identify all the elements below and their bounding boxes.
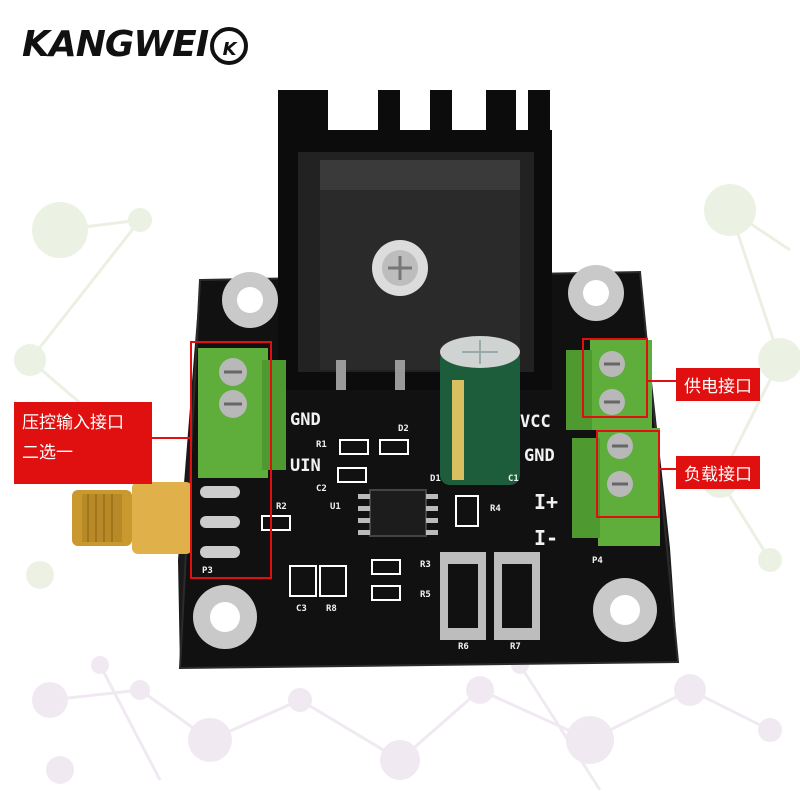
silk-ref-r1: R1 [316, 440, 327, 450]
power-transistor [320, 160, 520, 390]
highlight-box-input [190, 341, 272, 579]
callout-voltage-input: 压控输入接口 二选一 [14, 402, 152, 484]
silk-ref-d2: D2 [398, 424, 409, 434]
silk-ref-p4: P4 [592, 556, 603, 566]
silk-uin: UIN [290, 456, 321, 476]
silk-i-plus: I+ [534, 490, 559, 514]
brand-badge: K [210, 27, 249, 65]
silk-ref-p3: P3 [202, 566, 213, 576]
highlight-box-power [582, 338, 648, 418]
callout-line-input [150, 437, 190, 439]
smd-components [261, 439, 479, 601]
silk-ref-c3: C3 [296, 604, 307, 614]
silk-ref-c1: C1 [508, 474, 519, 484]
silk-vcc: VCC [520, 412, 551, 432]
silk-ref-r3: R3 [420, 560, 431, 570]
callout-line-load [660, 468, 676, 470]
mounting-holes [193, 265, 657, 649]
silk-ref-d1: D1 [430, 474, 441, 484]
callout-power-interface: 供电接口 [676, 368, 760, 401]
silk-ref-r5: R5 [420, 590, 431, 600]
silk-ref-r2: R2 [276, 502, 287, 512]
pin-header-p3 [200, 486, 240, 558]
terminal-block-input [198, 348, 286, 478]
silk-ref-u1: U1 [330, 502, 341, 512]
silk-ref-c2: C2 [316, 484, 327, 494]
opamp-chip-u1 [358, 489, 438, 537]
callout-load-interface: 负载接口 [676, 456, 760, 489]
shunt-resistors [440, 552, 540, 640]
silk-i-minus: I- [534, 526, 559, 550]
highlight-box-load [596, 430, 660, 518]
silk-gnd-right: GND [524, 446, 555, 466]
terminal-block-power [566, 340, 652, 430]
callout-line-power [648, 380, 676, 382]
silk-ref-r8: R8 [326, 604, 337, 614]
silk-ref-r6: R6 [458, 642, 469, 652]
background-network-pattern [14, 184, 800, 791]
terminal-block-load [572, 428, 660, 546]
silk-ref-r4: R4 [490, 504, 501, 514]
electrolytic-capacitor [440, 336, 520, 485]
callout-voltage-input-line1: 压控输入接口 [22, 413, 124, 433]
brand-name: KANGWEI [22, 24, 209, 65]
silk-ref-r7: R7 [510, 642, 521, 652]
silk-gnd-left: GND [290, 410, 321, 430]
sma-connector [72, 482, 192, 554]
callout-voltage-input-line2: 二选一 [22, 443, 73, 463]
